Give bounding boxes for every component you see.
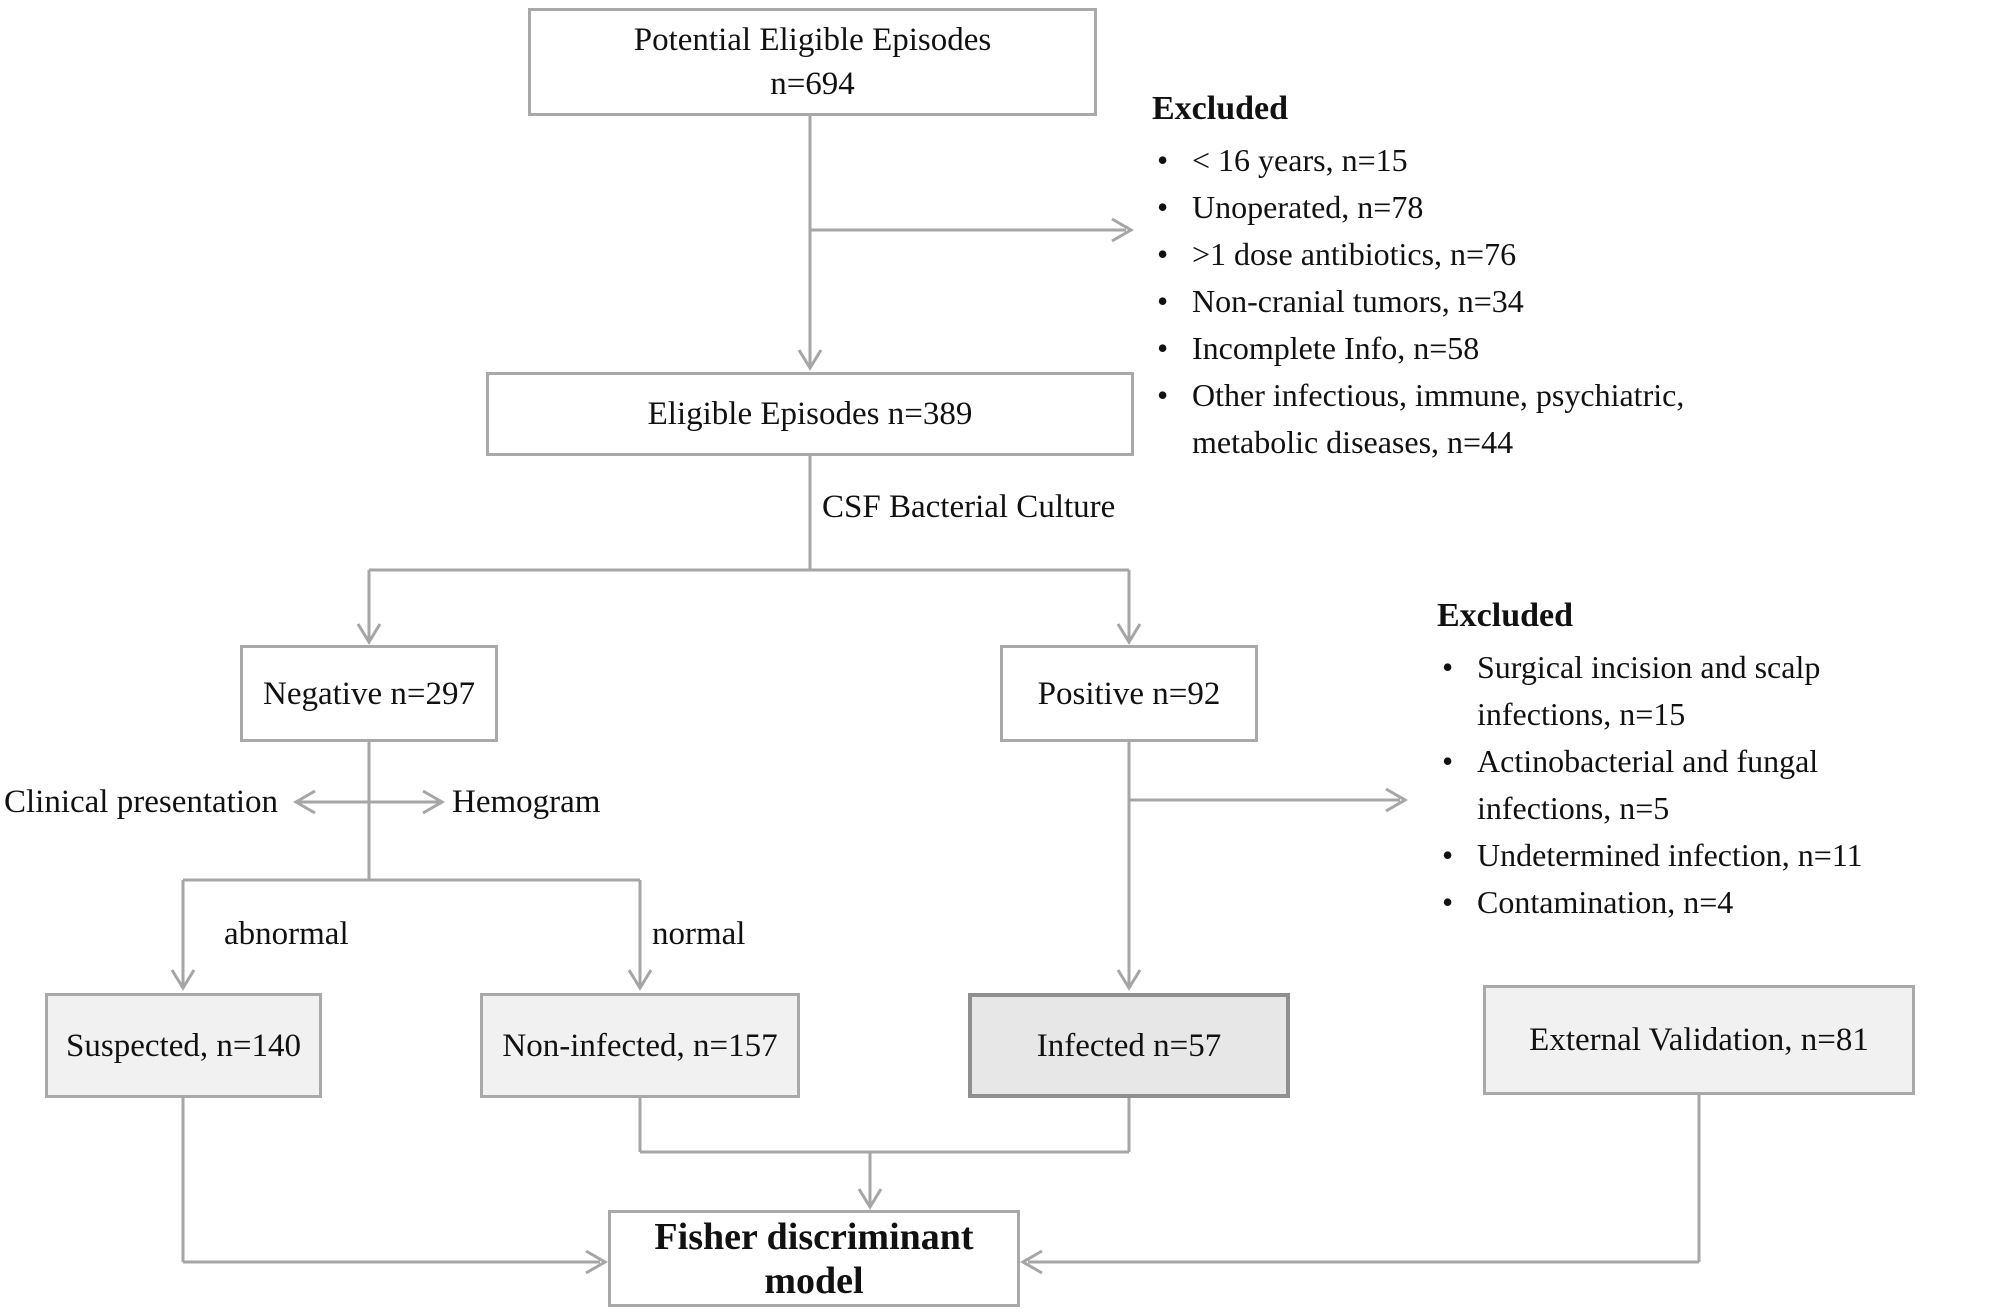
list-item: • Undetermined infection, n=11 bbox=[1437, 832, 1947, 879]
arrow-to-excluded-right bbox=[1129, 787, 1408, 813]
arrow-to-negative bbox=[356, 570, 382, 645]
bullet-icon: • bbox=[1442, 837, 1454, 873]
list-item: • < 16 years, n=15 bbox=[1152, 137, 1812, 184]
arrow-to-non-infected bbox=[627, 880, 653, 991]
excluded-list-right: Excluded • Surgical incision and scalp i… bbox=[1437, 592, 1947, 926]
excluded-title: Excluded bbox=[1152, 90, 1289, 127]
arrow-merge-to-fisher bbox=[857, 1152, 883, 1210]
list-item-text: Surgical incision and scalp infections, … bbox=[1477, 649, 1821, 732]
list-item: • Incomplete Info, n=58 bbox=[1152, 325, 1812, 372]
list-item: • Contamination, n=4 bbox=[1437, 879, 1947, 926]
list-item-text: Other infectious, immune, psychiatric, m… bbox=[1192, 377, 1685, 460]
list-item-text: Unoperated, n=78 bbox=[1192, 189, 1424, 225]
list-item-text: Undetermined infection, n=11 bbox=[1477, 837, 1863, 873]
list-item-text: Non-cranial tumors, n=34 bbox=[1192, 283, 1524, 319]
list-item: • Other infectious, immune, psychiatric,… bbox=[1152, 372, 1812, 466]
node-label: Eligible Episodes n=389 bbox=[647, 396, 973, 432]
bullet-icon: • bbox=[1442, 743, 1454, 779]
list-item-text: >1 dose antibiotics, n=76 bbox=[1192, 236, 1517, 272]
arrow-to-suspected bbox=[170, 880, 196, 991]
node-label: Negative n=297 bbox=[263, 675, 475, 712]
list-item-text: Actinobacterial and fungal infections, n… bbox=[1477, 743, 1819, 826]
node-suspected: Suspected, n=140 bbox=[45, 993, 322, 1098]
node-label: Positive n=92 bbox=[1037, 675, 1221, 712]
node-label: Suspected, n=140 bbox=[66, 1027, 301, 1064]
node-infected: Infected n=57 bbox=[968, 993, 1290, 1098]
node-external-validation: External Validation, n=81 bbox=[1483, 985, 1915, 1095]
bullet-icon: • bbox=[1157, 142, 1169, 178]
double-arrow-clinical-hemogram bbox=[293, 789, 445, 815]
node-label-line2: n=694 bbox=[770, 66, 855, 102]
list-item-text: Contamination, n=4 bbox=[1477, 884, 1734, 920]
list-item-text: < 16 years, n=15 bbox=[1192, 142, 1408, 178]
bullet-icon: • bbox=[1442, 649, 1454, 685]
connector-suspected-to-fisher bbox=[181, 1098, 608, 1275]
excluded-title: Excluded bbox=[1437, 597, 1574, 634]
node-eligible-episodes: Eligible Episodes n=389 bbox=[486, 372, 1134, 456]
arrow-to-excluded-top bbox=[810, 217, 1134, 243]
node-potential-eligible-episodes: Potential Eligible Episodes n=694 bbox=[528, 8, 1097, 116]
bullet-icon: • bbox=[1157, 189, 1169, 225]
label-clinical-presentation: Clinical presentation bbox=[4, 784, 279, 820]
node-fisher-discriminant-model: Fisher discriminant model bbox=[608, 1210, 1020, 1307]
merge-connector bbox=[638, 1098, 1131, 1154]
node-positive: Positive n=92 bbox=[1000, 645, 1258, 742]
bullet-icon: • bbox=[1157, 377, 1169, 413]
arrow-positive-to-infected bbox=[1116, 742, 1142, 991]
list-item: • Actinobacterial and fungal infections,… bbox=[1437, 738, 1947, 832]
excluded-list-top: Excluded • < 16 years, n=15 • Unoperated… bbox=[1152, 85, 1812, 466]
bullet-icon: • bbox=[1157, 236, 1169, 272]
node-label: External Validation, n=81 bbox=[1529, 1022, 1869, 1058]
node-label: Non-infected, n=157 bbox=[502, 1027, 778, 1064]
list-item: • Surgical incision and scalp infections… bbox=[1437, 644, 1947, 738]
list-item: • Non-cranial tumors, n=34 bbox=[1152, 278, 1812, 325]
label-hemogram: Hemogram bbox=[452, 784, 601, 820]
bullet-icon: • bbox=[1157, 330, 1169, 366]
label-abnormal: abnormal bbox=[224, 916, 349, 952]
node-label: Fisher discriminant model bbox=[654, 1215, 974, 1302]
node-label: Infected n=57 bbox=[1036, 1027, 1222, 1064]
connector-external-to-fisher bbox=[1020, 1095, 1701, 1275]
bullet-icon: • bbox=[1442, 884, 1454, 920]
list-item: • >1 dose antibiotics, n=76 bbox=[1152, 231, 1812, 278]
list-item: • Unoperated, n=78 bbox=[1152, 184, 1812, 231]
label-normal: normal bbox=[652, 916, 746, 952]
arrow-potential-to-eligible bbox=[797, 116, 823, 371]
node-label-line1: Potential Eligible Episodes bbox=[633, 22, 992, 58]
node-negative: Negative n=297 bbox=[240, 645, 498, 742]
connector-eligible-to-split bbox=[369, 456, 1129, 572]
label-csf-bacterial-culture: CSF Bacterial Culture bbox=[822, 489, 1116, 525]
node-non-infected: Non-infected, n=157 bbox=[480, 993, 800, 1098]
arrow-to-positive bbox=[1116, 570, 1142, 645]
bullet-icon: • bbox=[1157, 283, 1169, 319]
list-item-text: Incomplete Info, n=58 bbox=[1192, 330, 1480, 366]
